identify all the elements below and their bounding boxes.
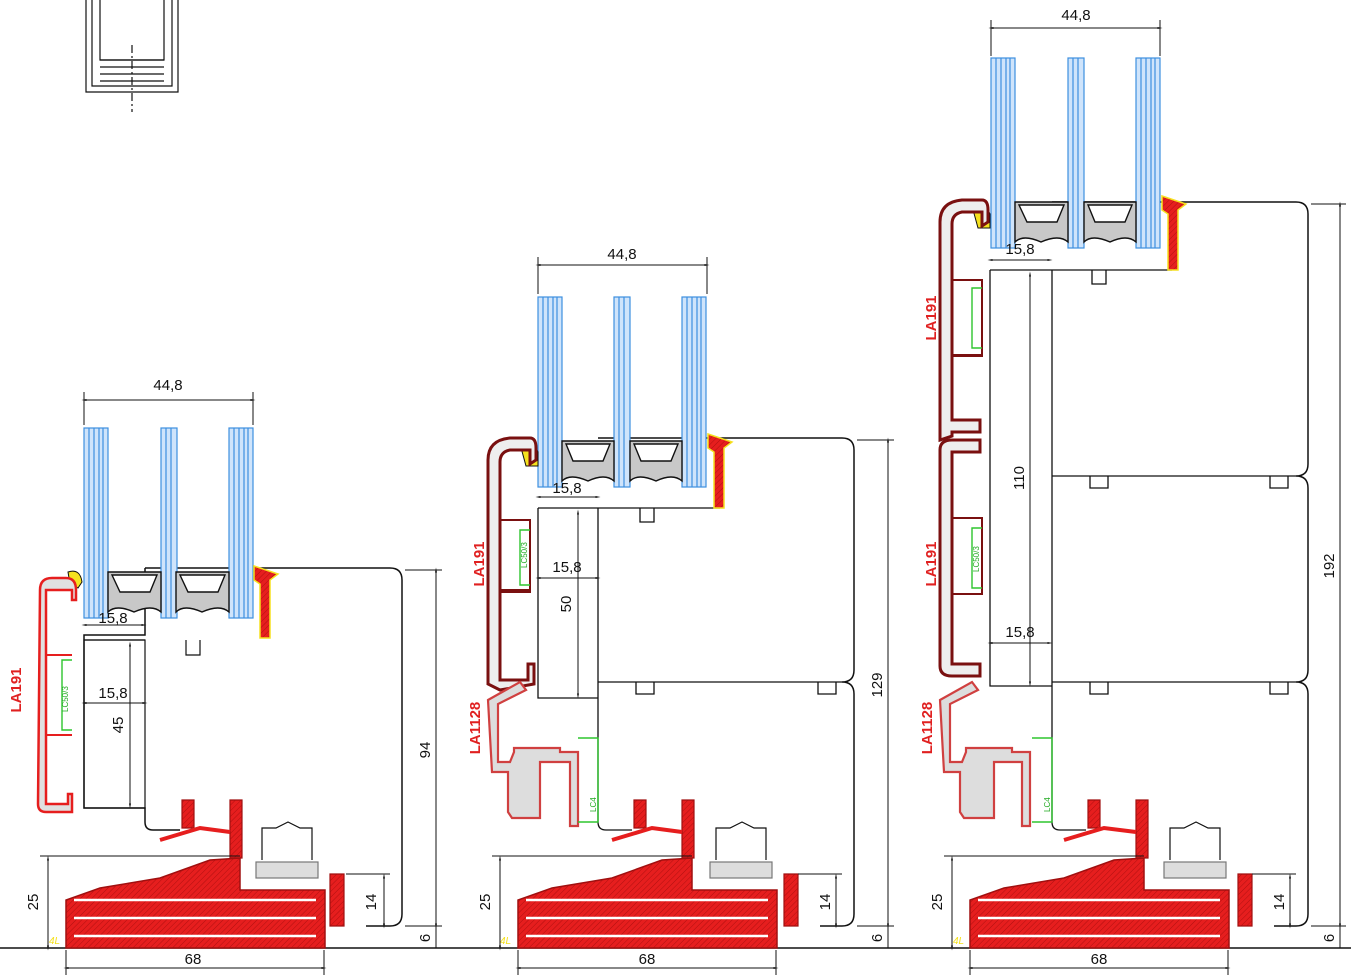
clip-label: LC50/3	[520, 542, 529, 568]
profile-la1128	[486, 680, 580, 828]
base-frame	[517, 799, 799, 949]
dim-bottom-gap: 6	[1321, 934, 1338, 942]
dim-inner-height: 45	[110, 717, 127, 734]
dim-glass-width: 44,8	[1061, 7, 1090, 24]
dim-track-height: 14	[817, 894, 834, 911]
dim-base-width: 68	[185, 951, 202, 968]
sash-body	[1052, 201, 1309, 927]
clip-lc4	[1032, 737, 1053, 823]
dim-glass-width: 44,8	[153, 377, 182, 394]
spacers	[107, 571, 230, 614]
spacers	[561, 440, 683, 483]
dim-track-height: 14	[1271, 894, 1288, 911]
spacers	[1014, 201, 1137, 244]
dim-sill-height: 25	[25, 894, 42, 911]
glazing-gasket	[1161, 194, 1188, 271]
profile-label-2: LA191	[923, 541, 940, 586]
dim-inner-height: 110	[1011, 466, 1028, 490]
dim-inner-width: 15,8	[1005, 624, 1034, 641]
glass-panes	[990, 57, 1161, 249]
dim-rebate: 15,8	[1005, 241, 1034, 258]
base-frame	[65, 799, 345, 949]
clip-label: LC50/3	[972, 546, 981, 572]
glazing-gasket	[707, 432, 734, 509]
clip-lc50	[519, 529, 530, 586]
dim-track-height: 14	[363, 894, 380, 911]
dim-bottom-gap: 6	[417, 934, 434, 942]
base-mark: 4L	[953, 936, 964, 947]
dim-total-height: 192	[1321, 553, 1338, 578]
dim-base-width: 68	[639, 951, 656, 968]
section-middle: LC50/3 LC4 4L	[467, 246, 894, 975]
glazing-gasket	[253, 564, 280, 639]
profile-la191-2	[938, 438, 982, 678]
dim-inner-width: 15,8	[552, 559, 581, 576]
glass-panes	[83, 427, 254, 619]
profile-label: LA191	[8, 667, 25, 712]
base-mark: 4L	[500, 936, 511, 947]
sash-body	[83, 567, 403, 927]
base-mark: 4L	[49, 936, 60, 947]
dim-total-height: 129	[869, 672, 886, 697]
clip-label-2: LC4	[589, 797, 598, 812]
profile-la1128	[938, 680, 1032, 828]
base-frame	[969, 799, 1253, 949]
profile-label-3: LA1128	[919, 702, 936, 755]
profile-label-2: LA1128	[467, 702, 484, 755]
dim-sill-height: 25	[477, 894, 494, 911]
section-left: LC50/3 4L 44,8	[8, 377, 442, 975]
dim-bottom-gap: 6	[869, 934, 886, 942]
profile-la191	[938, 198, 990, 443]
clip-lc50	[971, 527, 982, 589]
clip-lc4	[578, 737, 599, 823]
profile-label: LA191	[923, 295, 940, 340]
profile-la191	[486, 436, 538, 692]
profile-label: LA191	[471, 541, 488, 586]
clip-label-2: LC4	[1043, 797, 1052, 812]
dim-total-height: 94	[417, 742, 434, 759]
clip-label: LC50/3	[61, 686, 70, 712]
glass-panes	[537, 296, 707, 488]
dim-sill-height: 25	[929, 894, 946, 911]
profile-la191	[36, 576, 78, 814]
clip-lc50	[61, 659, 72, 731]
dim-inner-width: 15,8	[98, 685, 127, 702]
dim-base-width: 68	[1091, 951, 1108, 968]
top-detail	[85, 0, 179, 112]
section-right: LC50/3 LC4 4L	[919, 7, 1346, 975]
inner-chamber	[83, 639, 146, 809]
dim-rebate: 15,8	[552, 480, 581, 497]
dim-glass-width: 44,8	[607, 246, 636, 263]
dim-rebate: 15,8	[98, 610, 127, 627]
dim-inner-height: 50	[558, 596, 575, 613]
